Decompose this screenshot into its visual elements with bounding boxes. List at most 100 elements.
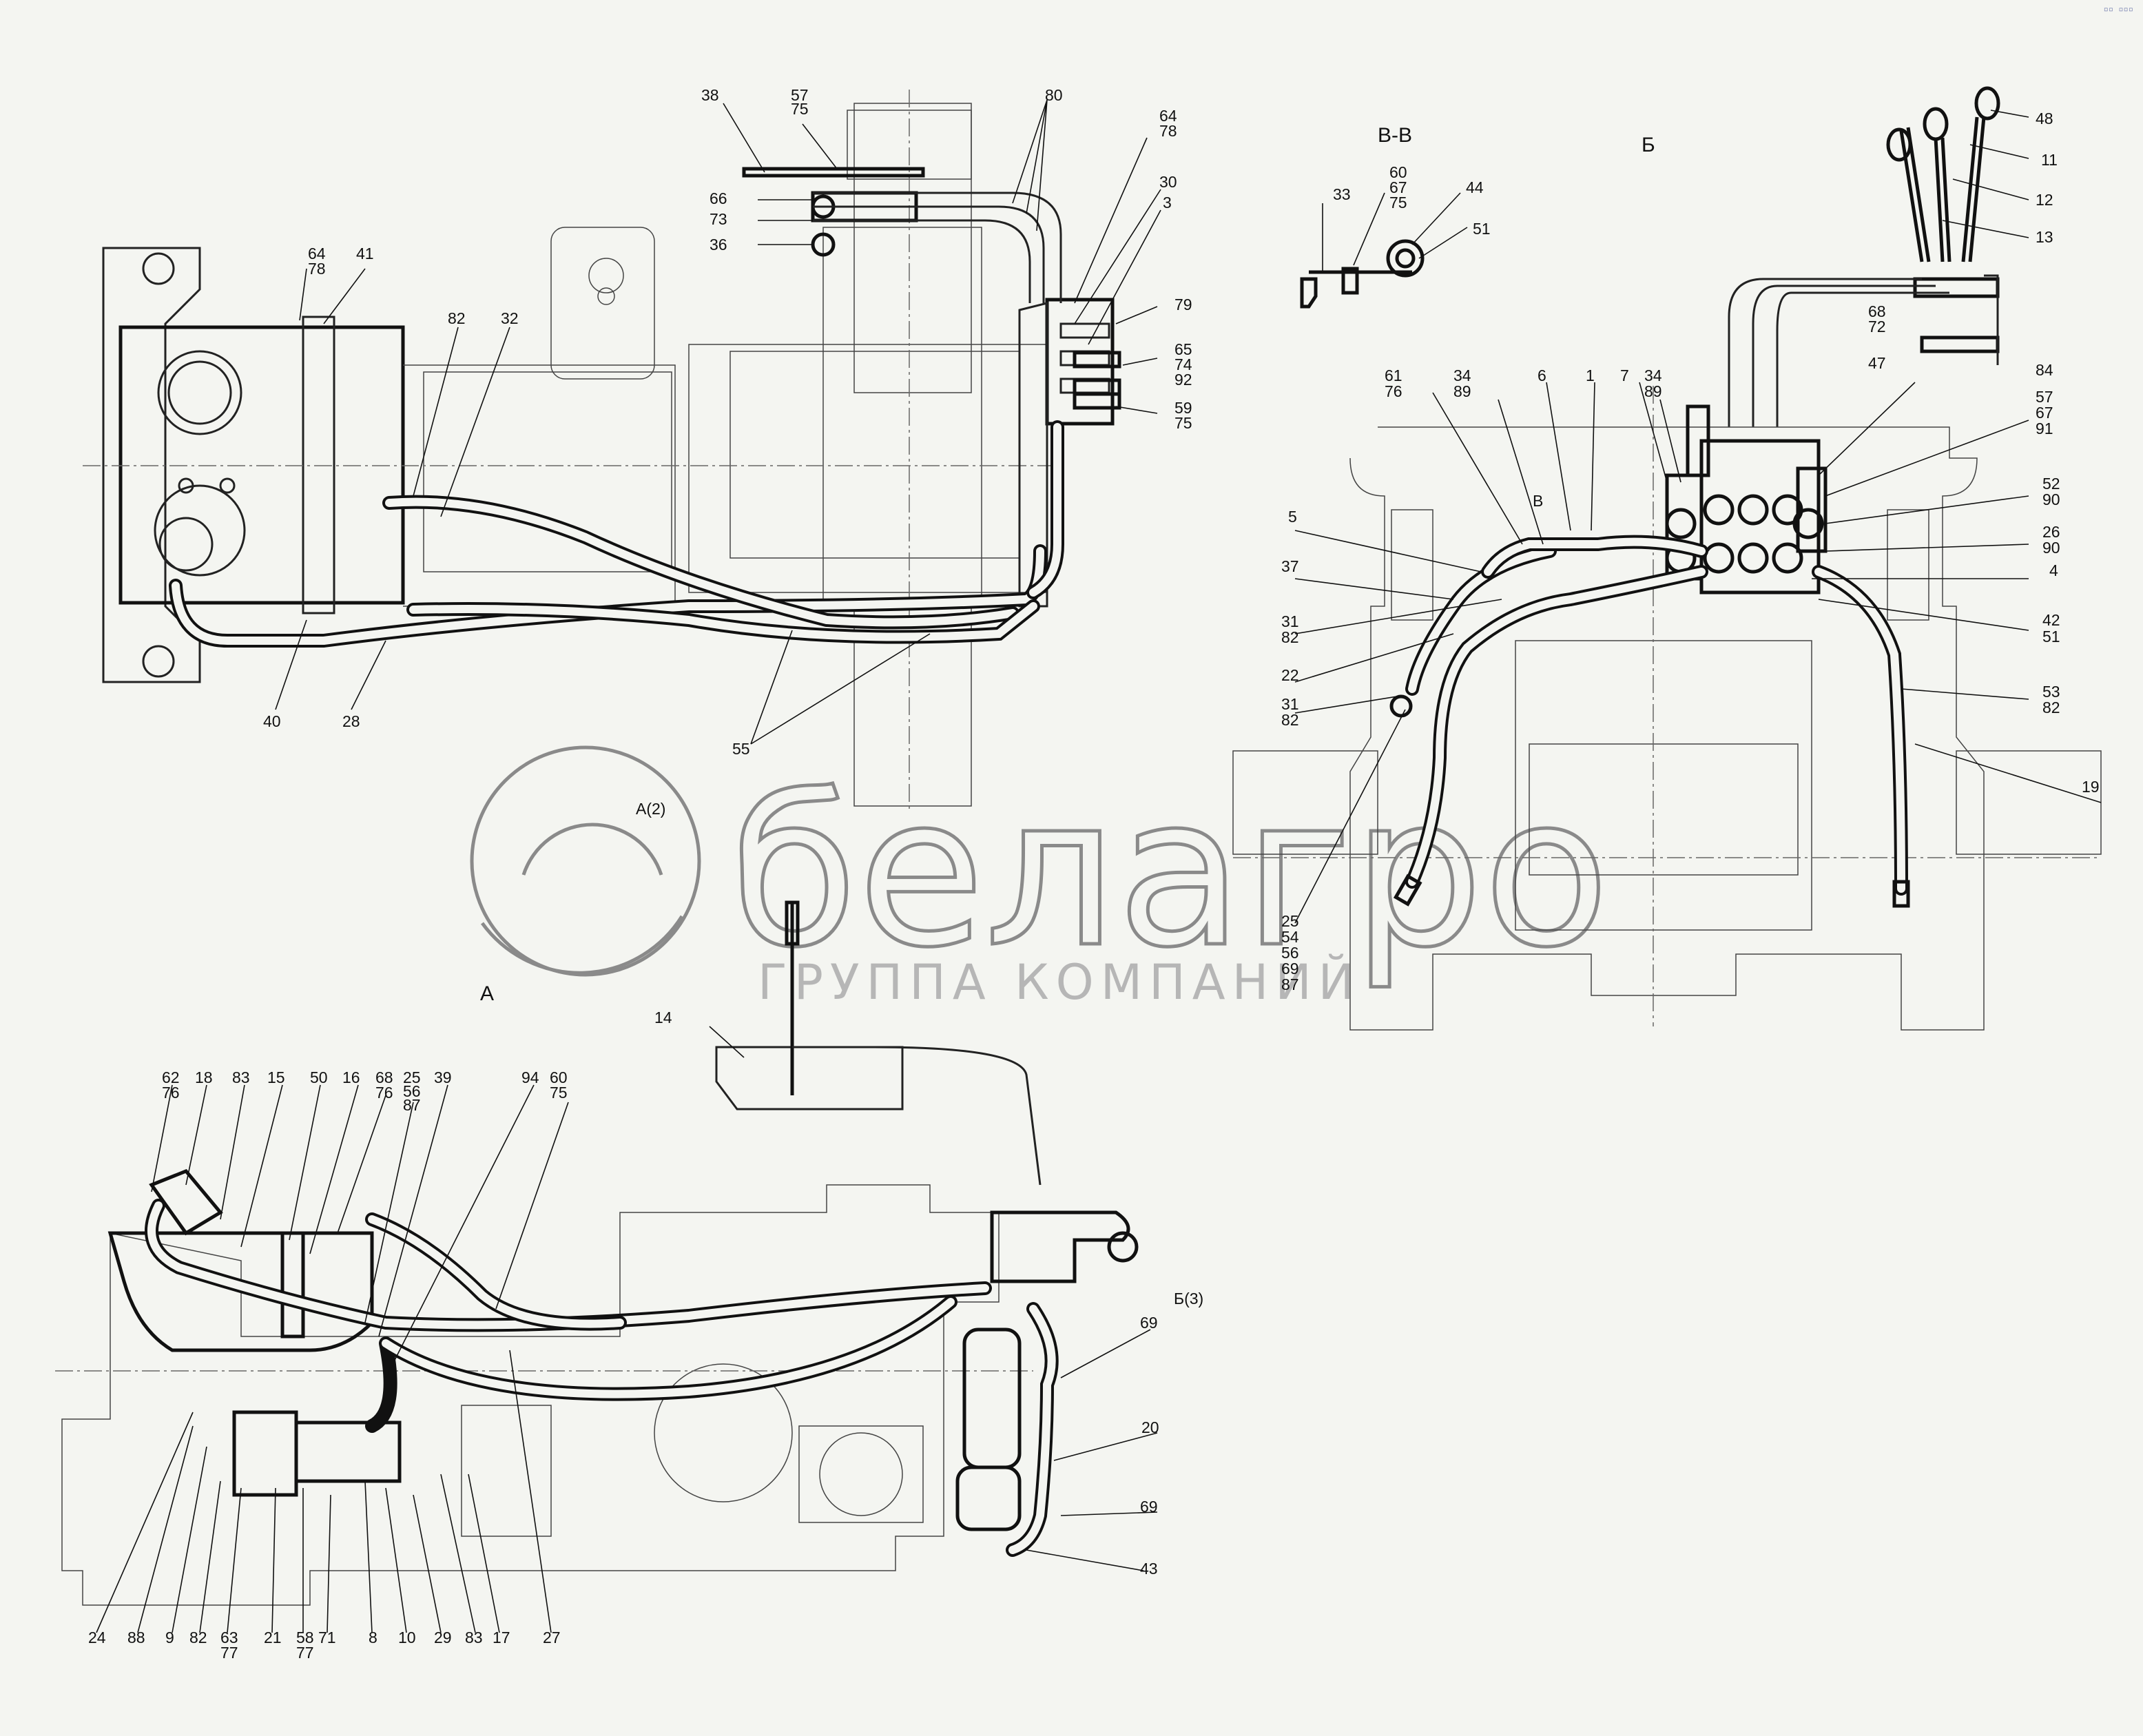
top-left-labels: 38 57 75 80 64 78 30 3 66 73 36 64 78 41… xyxy=(263,86,1192,758)
label-71: 71 xyxy=(318,1629,336,1646)
label-55: 55 xyxy=(732,740,750,758)
label-76b: 76 xyxy=(1385,382,1402,400)
label-76d: 76 xyxy=(375,1084,393,1102)
label-67b: 67 xyxy=(2036,404,2053,422)
label-68: 68 xyxy=(1868,302,1886,320)
label-39: 39 xyxy=(434,1068,452,1086)
label-77: 77 xyxy=(220,1644,238,1662)
corner-icons: ▫▫ ▫▫▫ xyxy=(2103,4,2133,14)
label-91: 91 xyxy=(2036,420,2053,437)
label-75b: 75 xyxy=(1174,414,1192,432)
label-53: 53 xyxy=(2042,683,2060,701)
label-21: 21 xyxy=(264,1629,282,1646)
bottom-view: А А(2) Б(3) xyxy=(55,800,1203,1633)
label-52: 52 xyxy=(2042,475,2060,493)
label-82b: 82 xyxy=(1281,628,1299,646)
label-30: 30 xyxy=(1159,173,1177,191)
label-64b: 64 xyxy=(308,245,326,262)
label-16: 16 xyxy=(342,1068,360,1086)
label-61: 61 xyxy=(1385,366,1402,384)
label-82c: 82 xyxy=(1281,711,1299,729)
label-10: 10 xyxy=(398,1629,416,1646)
label-89: 89 xyxy=(1453,382,1471,400)
label-64: 64 xyxy=(1159,107,1177,125)
label-83b: 83 xyxy=(465,1629,483,1646)
view-label-b: Б xyxy=(1642,134,1655,156)
label-34: 34 xyxy=(1453,366,1471,384)
label-15: 15 xyxy=(267,1068,285,1086)
label-67: 67 xyxy=(1389,178,1407,196)
top-left-view xyxy=(83,90,1161,813)
label-13: 13 xyxy=(2036,228,2053,246)
label-9: 9 xyxy=(165,1629,174,1646)
label-3: 3 xyxy=(1163,194,1172,211)
view-label-a: А xyxy=(480,982,494,1005)
label-87b: 87 xyxy=(403,1096,421,1114)
label-51: 51 xyxy=(1473,220,1491,238)
label-19: 19 xyxy=(2082,778,2100,796)
label-84: 84 xyxy=(2036,361,2053,379)
label-27: 27 xyxy=(543,1629,561,1646)
bottom-view-labels: 62 76 18 83 15 50 16 68 76 25 56 87 39 9… xyxy=(88,1009,1159,1662)
label-32: 32 xyxy=(501,309,519,327)
label-73: 73 xyxy=(710,210,727,228)
label-14: 14 xyxy=(654,1009,672,1026)
label-20: 20 xyxy=(1141,1418,1159,1436)
label-94: 94 xyxy=(521,1068,539,1086)
label-24: 24 xyxy=(88,1629,106,1646)
label-60b: 60 xyxy=(550,1068,568,1086)
section-ref-v: В xyxy=(1533,492,1543,510)
label-66: 66 xyxy=(710,189,727,207)
label-18: 18 xyxy=(195,1068,213,1086)
label-51b: 51 xyxy=(2042,628,2060,645)
label-80: 80 xyxy=(1045,86,1063,104)
label-82e: 82 xyxy=(189,1629,207,1646)
label-69: 69 xyxy=(1281,960,1299,978)
label-1: 1 xyxy=(1586,366,1595,384)
label-40: 40 xyxy=(263,712,281,730)
label-79: 79 xyxy=(1174,296,1192,313)
label-65: 65 xyxy=(1174,340,1192,358)
label-69c: 69 xyxy=(1140,1498,1158,1516)
label-57: 57 xyxy=(791,86,809,104)
label-89b: 89 xyxy=(1644,382,1662,400)
label-28: 28 xyxy=(342,712,360,730)
label-57b: 57 xyxy=(2036,388,2053,406)
watermark-tagline: ГРУППА КОМПАНИЙ xyxy=(758,954,1361,1011)
label-68b: 68 xyxy=(375,1068,393,1086)
label-72: 72 xyxy=(1868,318,1886,335)
ref-b3: Б(3) xyxy=(1174,1290,1203,1308)
label-83: 83 xyxy=(232,1068,250,1086)
label-36: 36 xyxy=(710,236,727,254)
label-75: 75 xyxy=(791,100,809,118)
view-label-bb: В-В xyxy=(1378,124,1412,147)
label-44: 44 xyxy=(1466,178,1484,196)
label-26: 26 xyxy=(2042,523,2060,541)
label-48: 48 xyxy=(2036,110,2053,127)
label-56b: 56 xyxy=(403,1082,421,1100)
label-92: 92 xyxy=(1174,371,1192,389)
label-75c: 75 xyxy=(1389,194,1407,211)
label-77b: 77 xyxy=(296,1644,314,1662)
label-6: 6 xyxy=(1538,366,1546,384)
label-33: 33 xyxy=(1333,185,1351,203)
right-view-labels: В-В Б 33 60 67 75 44 51 48 11 12 13 68 7… xyxy=(1281,110,2100,993)
label-54: 54 xyxy=(1281,928,1299,946)
label-47: 47 xyxy=(1868,354,1886,372)
label-75d: 75 xyxy=(550,1084,568,1102)
label-87: 87 xyxy=(1281,975,1299,993)
label-4: 4 xyxy=(2049,561,2058,579)
label-31: 31 xyxy=(1281,612,1299,630)
label-74: 74 xyxy=(1174,355,1192,373)
label-76c: 76 xyxy=(162,1084,180,1102)
label-38: 38 xyxy=(701,86,719,104)
label-58: 58 xyxy=(296,1629,314,1646)
label-7: 7 xyxy=(1620,366,1629,384)
label-37: 37 xyxy=(1281,557,1299,575)
label-82d: 82 xyxy=(2042,699,2060,716)
label-60: 60 xyxy=(1389,163,1407,181)
label-25b: 25 xyxy=(403,1068,421,1086)
label-5: 5 xyxy=(1288,508,1297,526)
label-88: 88 xyxy=(127,1629,145,1646)
